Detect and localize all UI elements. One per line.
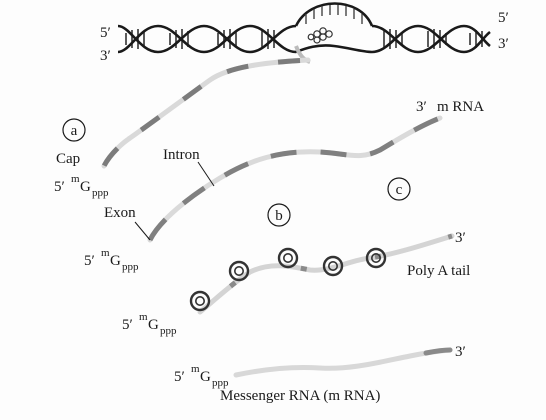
ribosome (189, 290, 211, 312)
marker-a: a (62, 118, 86, 142)
dna-strand-bottom (117, 24, 297, 54)
messenger-3prime-label: 3′ (455, 344, 466, 360)
diagram-text: b (275, 208, 283, 224)
ribosome (365, 247, 387, 269)
diagram-text: a (71, 123, 78, 139)
messenger-rna-strand (233, 347, 453, 378)
diagram-text: m (71, 173, 80, 185)
diagram-text: ppp (212, 377, 229, 389)
cap-structure-c: 5′ m G ppp (122, 311, 177, 337)
diagram-text: ppp (122, 261, 139, 273)
exon-pointer (134, 221, 151, 241)
diagram-text: m (139, 311, 148, 323)
diagram-text: m (191, 363, 200, 375)
dna-5prime-right: 5′ (498, 10, 509, 26)
translation-3prime-label: 3′ (455, 230, 466, 246)
rna-polymerase (307, 27, 333, 44)
pre-mrna-exons (147, 115, 441, 242)
exon-label: Exon (104, 205, 136, 221)
rna-transcript-a-exons (101, 57, 309, 168)
diagram-text: ppp (160, 325, 177, 337)
cap-structure-b: 5′ m G ppp (84, 247, 139, 273)
diagram-text: G (200, 369, 211, 385)
ribosomes (189, 247, 387, 312)
transcription-bubble (294, 2, 374, 64)
dna-3prime-left: 3′ (100, 48, 111, 64)
diagram-text: 5′ (84, 253, 95, 269)
poly-a-tail-label: Poly A tail (407, 263, 470, 279)
ribosome (277, 247, 299, 269)
diagram-text: 5′ (122, 317, 133, 333)
intron-pointer (197, 161, 215, 187)
messenger-rna-title: Messenger RNA (m RNA) (220, 388, 380, 404)
diagram-text: G (80, 179, 91, 195)
cap-structure-d: 5′ m G ppp (174, 363, 229, 389)
intron-label: Intron (163, 147, 200, 163)
mrna-label: m RNA (437, 99, 484, 115)
dna-3prime-right: 3′ (498, 36, 509, 52)
mrna-3prime-label: 3′ (416, 99, 427, 115)
dna-strand-bottom-right (371, 24, 491, 54)
pre-mrna-strand (147, 115, 443, 243)
messenger-rna-tail (423, 347, 453, 356)
cap-structure-a: 5′ m G ppp (54, 173, 109, 199)
diagram-text: 5′ (54, 179, 65, 195)
diagram-text: G (148, 317, 159, 333)
marker-b: b (267, 203, 291, 227)
ribosome (228, 260, 250, 282)
dna-strand-top (117, 24, 297, 54)
rna-transcript-a (101, 57, 311, 169)
diagram-text: 5′ (174, 369, 185, 385)
marker-c: c (387, 177, 411, 201)
ribosome (322, 255, 344, 277)
diagram-text: c (396, 182, 403, 198)
diagram-text: ppp (92, 187, 109, 199)
dna-double-helix (117, 2, 491, 64)
dna-5prime-left: 5′ (100, 25, 111, 41)
cap-label: Cap (56, 151, 80, 167)
diagram-text: m (101, 247, 110, 259)
diagram-text: G (110, 253, 121, 269)
mrna-translation-exons (198, 233, 453, 314)
